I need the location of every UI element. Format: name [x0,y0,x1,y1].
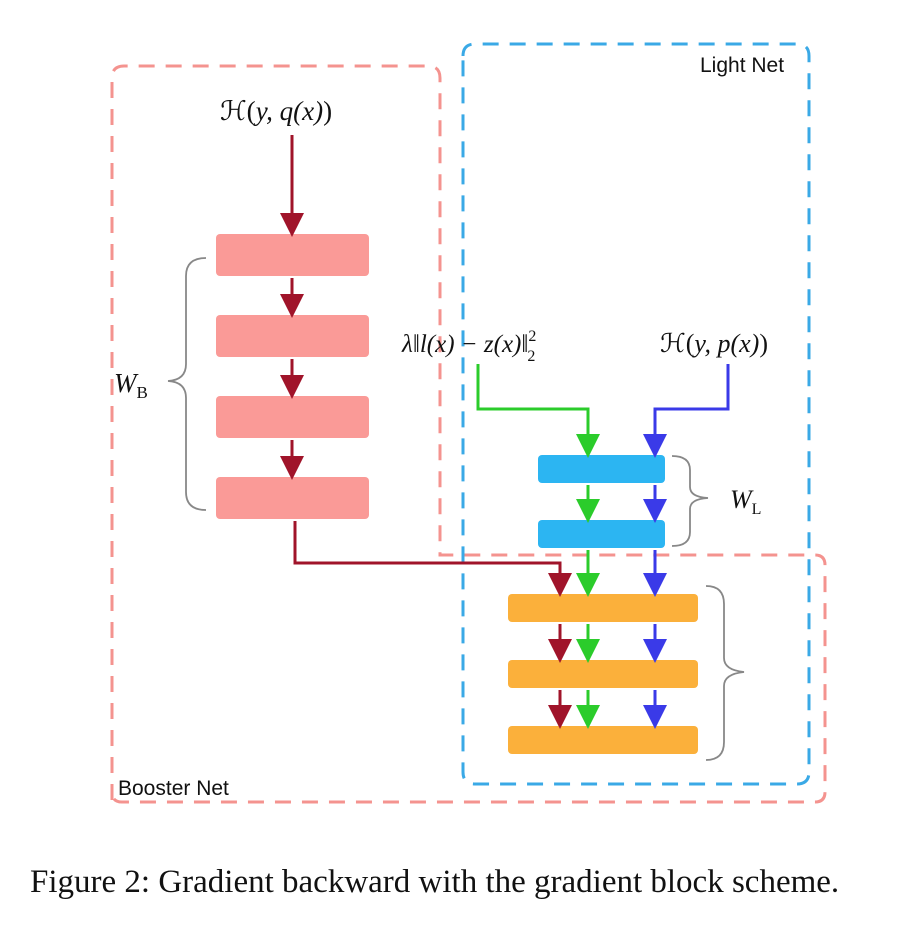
light-block-1 [538,455,665,483]
booster-loss-formula: ℋ(y, q(x)) [220,96,332,126]
light-block-2 [538,520,665,548]
booster-net-boundary [110,64,827,804]
shared-block-2 [508,660,698,688]
booster-net-label: Booster Net [118,777,229,800]
booster-block-3 [216,396,369,438]
wl-label: WL [730,485,761,518]
light-net-boundary [461,42,811,786]
wl-brace [671,455,709,547]
booster-block-1 [216,234,369,276]
shared-blocks-brace [705,585,745,761]
shared-block-3 [508,726,698,754]
hint-gradient-arrows [476,364,600,729]
light-net-label: Light Net [700,54,784,77]
wb-brace [167,257,207,511]
gradient-block-diagram: Light Net Booster Net ℋ(y, q(x)) λ‖l(x) … [110,42,827,804]
booster-block-4 [216,477,369,519]
wb-label: WB [114,368,148,402]
booster-block-2 [216,315,369,357]
light-loss-formula: ℋ(y, p(x)) [660,329,768,358]
light-gradient-arrows [643,364,730,729]
figure-caption: Figure 2: Gradient backward with the gra… [30,864,840,900]
shared-block-1 [508,594,698,622]
booster-gradient-arrows [280,135,572,729]
